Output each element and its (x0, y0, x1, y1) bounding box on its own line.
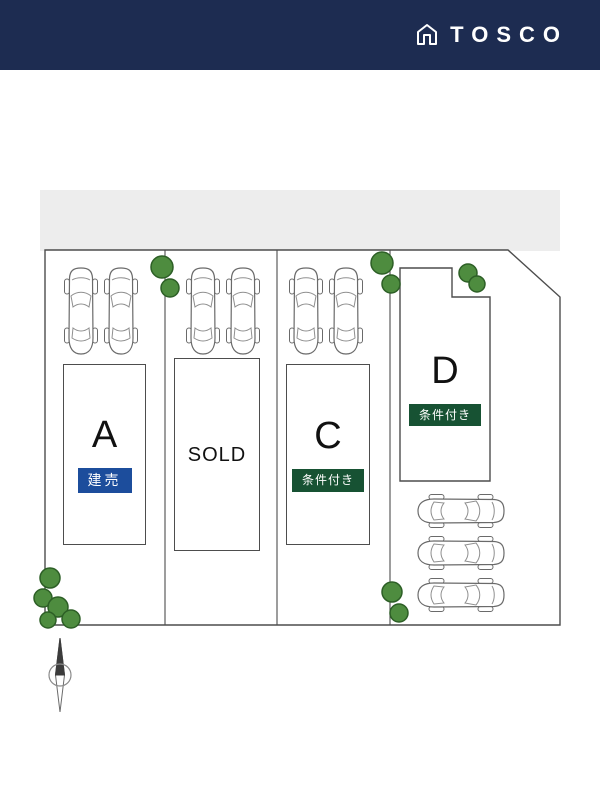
car-icon (225, 267, 261, 355)
lot-sold-label: SOLD (187, 443, 247, 466)
brand-text: TOSCO (450, 22, 568, 47)
tree-icon (160, 278, 180, 298)
tree-icon (381, 581, 403, 603)
tree-icon (39, 567, 61, 589)
tree-icon (33, 588, 53, 608)
car-icon (103, 267, 139, 355)
tree-icon (47, 596, 69, 618)
lot-d-badge: 条件付き (408, 403, 481, 427)
brand-logo[interactable]: TOSCO (414, 22, 568, 48)
tree-icon (389, 603, 409, 623)
lot-a-badge: 建売 (77, 468, 132, 493)
lot-d: D 条件付き (400, 297, 490, 481)
lot-a: A 建売 (63, 364, 146, 545)
tree-icon (370, 251, 394, 275)
car-icon (63, 267, 99, 355)
lot-c: C 条件付き (286, 364, 370, 545)
lot-a-label: A (91, 414, 118, 457)
road-strip (40, 190, 560, 251)
lot-c-badge: 条件付き (291, 469, 364, 492)
header: TOSCO (0, 0, 600, 70)
lot-sold: SOLD (174, 358, 260, 551)
house-icon (417, 24, 438, 45)
car-icon (417, 535, 505, 571)
car-icon (328, 267, 364, 355)
car-icon (417, 577, 505, 613)
tree-icon (61, 609, 81, 629)
car-icon (185, 267, 221, 355)
car-icon (417, 493, 505, 529)
lot-c-label: C (314, 415, 342, 458)
lot-d-label: D (431, 349, 459, 392)
tree-icon (458, 263, 478, 283)
car-icon (288, 267, 324, 355)
tree-icon (150, 255, 174, 279)
tree-icon (381, 274, 401, 294)
tree-icon (39, 611, 57, 629)
tree-icon (468, 275, 486, 293)
compass-icon (48, 637, 72, 713)
